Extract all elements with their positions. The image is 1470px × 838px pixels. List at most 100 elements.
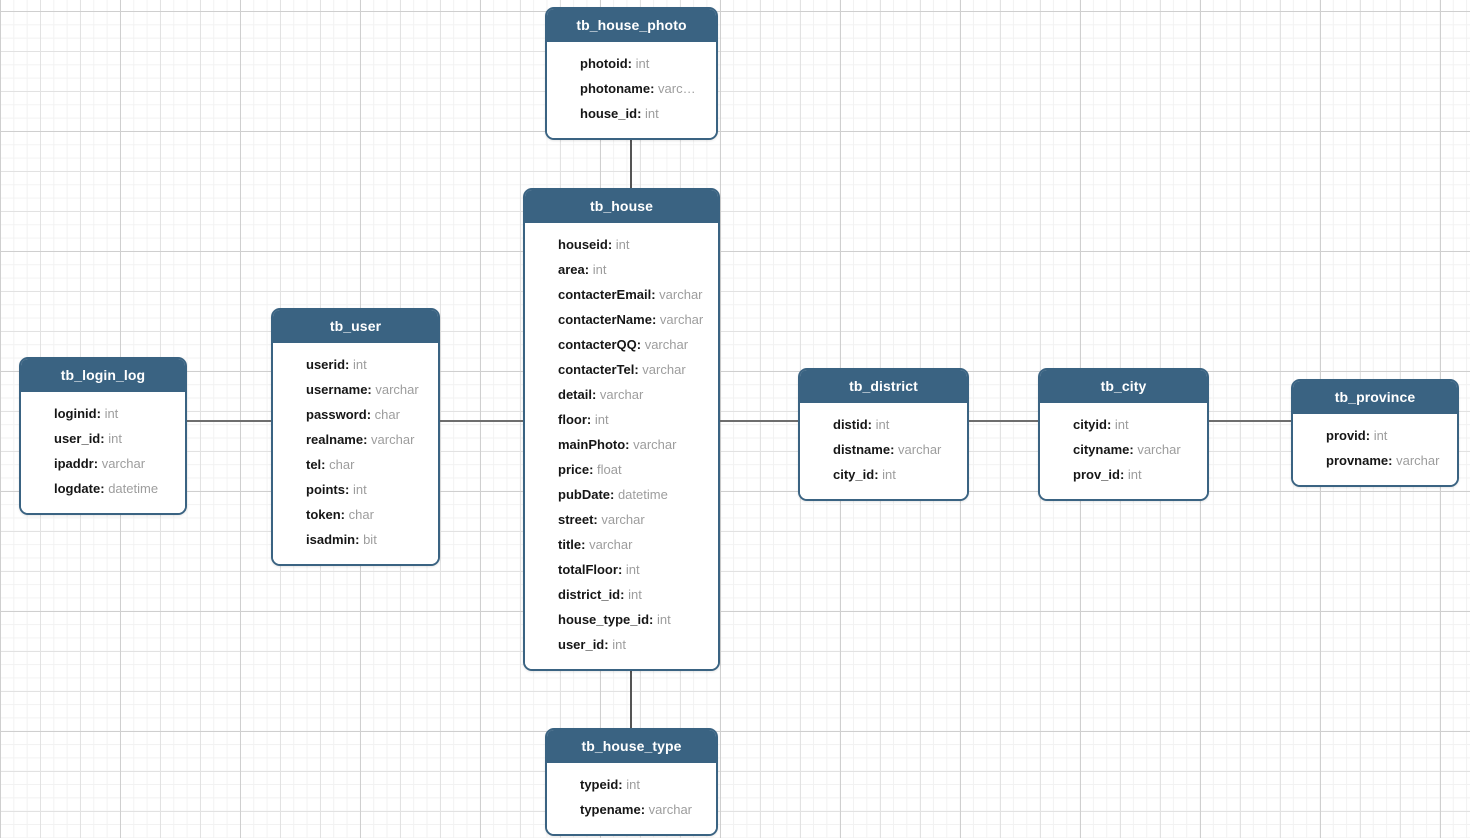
field-name: detail xyxy=(558,387,592,402)
field-name: logdate xyxy=(54,481,101,496)
field-row[interactable]: loginid: int xyxy=(21,401,185,426)
entity-title-tb_house[interactable]: tb_house xyxy=(525,190,718,223)
field-type: varchar xyxy=(589,537,633,552)
field-row[interactable]: typeid: int xyxy=(547,772,716,797)
field-row[interactable]: distid: int xyxy=(800,412,967,437)
field-row[interactable]: distname: varchar xyxy=(800,437,967,462)
field-type: int xyxy=(1114,417,1129,432)
field-row[interactable]: logdate: datetime xyxy=(21,476,185,501)
field-name: house_type_id xyxy=(558,612,650,627)
field-row[interactable]: provid: int xyxy=(1293,423,1457,448)
field-type: varchar xyxy=(659,287,703,302)
field-type: varchar xyxy=(101,456,146,471)
field-row[interactable]: token: char xyxy=(273,502,438,527)
connector-login-log-to-user[interactable] xyxy=(187,420,272,422)
field-row[interactable]: realname: varchar xyxy=(273,427,438,452)
field-row[interactable]: house_type_id: int xyxy=(525,607,718,632)
field-row[interactable]: mainPhoto: varchar xyxy=(525,432,718,457)
connector-district-to-city[interactable] xyxy=(969,420,1039,422)
field-separator: : xyxy=(1365,428,1374,443)
connector-house-photo-to-house[interactable] xyxy=(630,131,632,189)
field-row[interactable]: user_id: int xyxy=(525,632,718,657)
connector-user-to-house[interactable] xyxy=(440,420,524,422)
field-type: char xyxy=(329,457,355,472)
field-row[interactable]: points: int xyxy=(273,477,438,502)
field-row[interactable]: contacterEmail: varchar xyxy=(525,282,718,307)
field-row[interactable]: prov_id: int xyxy=(1040,462,1207,487)
entity-title-tb_house_type[interactable]: tb_house_type xyxy=(547,730,716,763)
field-row[interactable]: isadmin: bit xyxy=(273,527,438,552)
field-separator: : xyxy=(589,462,598,477)
field-row[interactable]: userid: int xyxy=(273,352,438,377)
field-type: float xyxy=(597,462,622,477)
entity-title-tb_city[interactable]: tb_city xyxy=(1040,370,1207,403)
field-row[interactable]: city_id: int xyxy=(800,462,967,487)
field-row[interactable]: houseid: int xyxy=(525,232,718,257)
connector-house-to-district[interactable] xyxy=(720,420,799,422)
field-name: typename xyxy=(580,802,641,817)
field-row[interactable]: contacterTel: varchar xyxy=(525,357,718,382)
field-row[interactable]: ipaddr: varchar xyxy=(21,451,185,476)
entity-title-tb_house_photo[interactable]: tb_house_photo xyxy=(547,9,716,42)
field-row[interactable]: user_id: int xyxy=(21,426,185,451)
field-separator: : xyxy=(363,432,372,447)
field-row[interactable]: area: int xyxy=(525,257,718,282)
field-type: bit xyxy=(363,532,377,547)
field-row[interactable]: contacterName: varchar xyxy=(525,307,718,332)
field-row[interactable]: floor: int xyxy=(525,407,718,432)
field-type: varchar xyxy=(1137,442,1181,457)
field-type: varchar xyxy=(648,802,693,817)
field-row[interactable]: title: varchar xyxy=(525,532,718,557)
field-row[interactable]: pubDate: datetime xyxy=(525,482,718,507)
entity-title-tb_user[interactable]: tb_user xyxy=(273,310,438,343)
field-name: cityid xyxy=(1073,417,1107,432)
field-separator: : xyxy=(340,507,349,522)
field-row[interactable]: house_id: int xyxy=(547,101,716,126)
field-row[interactable]: price: float xyxy=(525,457,718,482)
entity-title-tb_province[interactable]: tb_province xyxy=(1293,381,1457,414)
connector-city-to-province[interactable] xyxy=(1209,420,1292,422)
connector-house-to-house-type[interactable] xyxy=(630,663,632,729)
field-type: datetime xyxy=(108,481,159,496)
field-separator: : xyxy=(1119,467,1128,482)
field-name: userid xyxy=(306,357,346,372)
field-row[interactable]: street: varchar xyxy=(525,507,718,532)
field-separator: : xyxy=(355,532,364,547)
field-row[interactable]: provname: varchar xyxy=(1293,448,1457,473)
entity-title-tb_login_log[interactable]: tb_login_log xyxy=(21,359,185,392)
field-row[interactable]: typename: varchar xyxy=(547,797,716,822)
field-row[interactable]: district_id: int xyxy=(525,582,718,607)
field-type: int xyxy=(626,777,640,792)
field-row[interactable]: tel: char xyxy=(273,452,438,477)
field-type: int xyxy=(592,262,607,277)
field-name: houseid xyxy=(558,237,608,252)
field-name: realname xyxy=(306,432,364,447)
field-row[interactable]: photoname: varc… xyxy=(547,76,716,101)
field-name: city_id xyxy=(833,467,875,482)
field-name: district_id xyxy=(558,587,621,602)
field-row[interactable]: contacterQQ: varchar xyxy=(525,332,718,357)
field-row[interactable]: username: varchar xyxy=(273,377,438,402)
field-row[interactable]: photoid: int xyxy=(547,51,716,76)
field-row[interactable]: totalFloor: int xyxy=(525,557,718,582)
field-separator: : xyxy=(627,56,636,71)
field-name: typeid xyxy=(580,777,619,792)
entity-title-tb_district[interactable]: tb_district xyxy=(800,370,967,403)
field-name: cityname xyxy=(1073,442,1130,457)
field-row[interactable]: cityname: varchar xyxy=(1040,437,1207,462)
field-row[interactable]: password: char xyxy=(273,402,438,427)
field-row[interactable]: detail: varchar xyxy=(525,382,718,407)
field-row[interactable]: cityid: int xyxy=(1040,412,1207,437)
field-type: char xyxy=(374,407,400,422)
